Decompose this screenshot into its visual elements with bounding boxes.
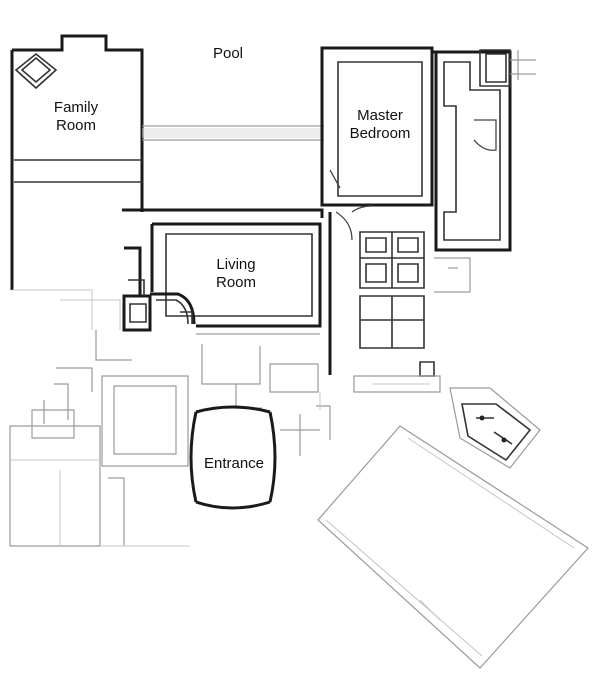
living-room-label: Living Room <box>202 256 270 292</box>
entrance-label: Entrance <box>196 455 272 473</box>
window-room <box>328 205 471 377</box>
master-bedroom-label: Master Bedroom <box>338 107 422 143</box>
family-room-label: Family Room <box>40 99 112 135</box>
entrance-text: Entrance <box>203 455 265 472</box>
lower-left-rooms <box>9 367 189 547</box>
pool-label: Pool <box>208 45 248 63</box>
family-room-walls <box>10 34 144 290</box>
north-corridor <box>142 125 324 141</box>
living-room-walls <box>122 208 324 332</box>
living-room-line1: Living <box>216 256 256 273</box>
garage <box>317 375 589 669</box>
master-bedroom-line1: Master <box>357 107 403 124</box>
entrance-walls <box>189 405 331 510</box>
central-hall <box>60 299 320 409</box>
living-room-line2: Room <box>215 274 256 291</box>
pool-text: Pool <box>212 45 244 62</box>
master-bedroom-walls <box>320 46 536 252</box>
family-room-line1: Family <box>53 99 99 116</box>
family-room-line2: Room <box>55 117 96 134</box>
master-bedroom-line2: Bedroom <box>349 125 411 142</box>
site-boundary <box>12 289 321 547</box>
